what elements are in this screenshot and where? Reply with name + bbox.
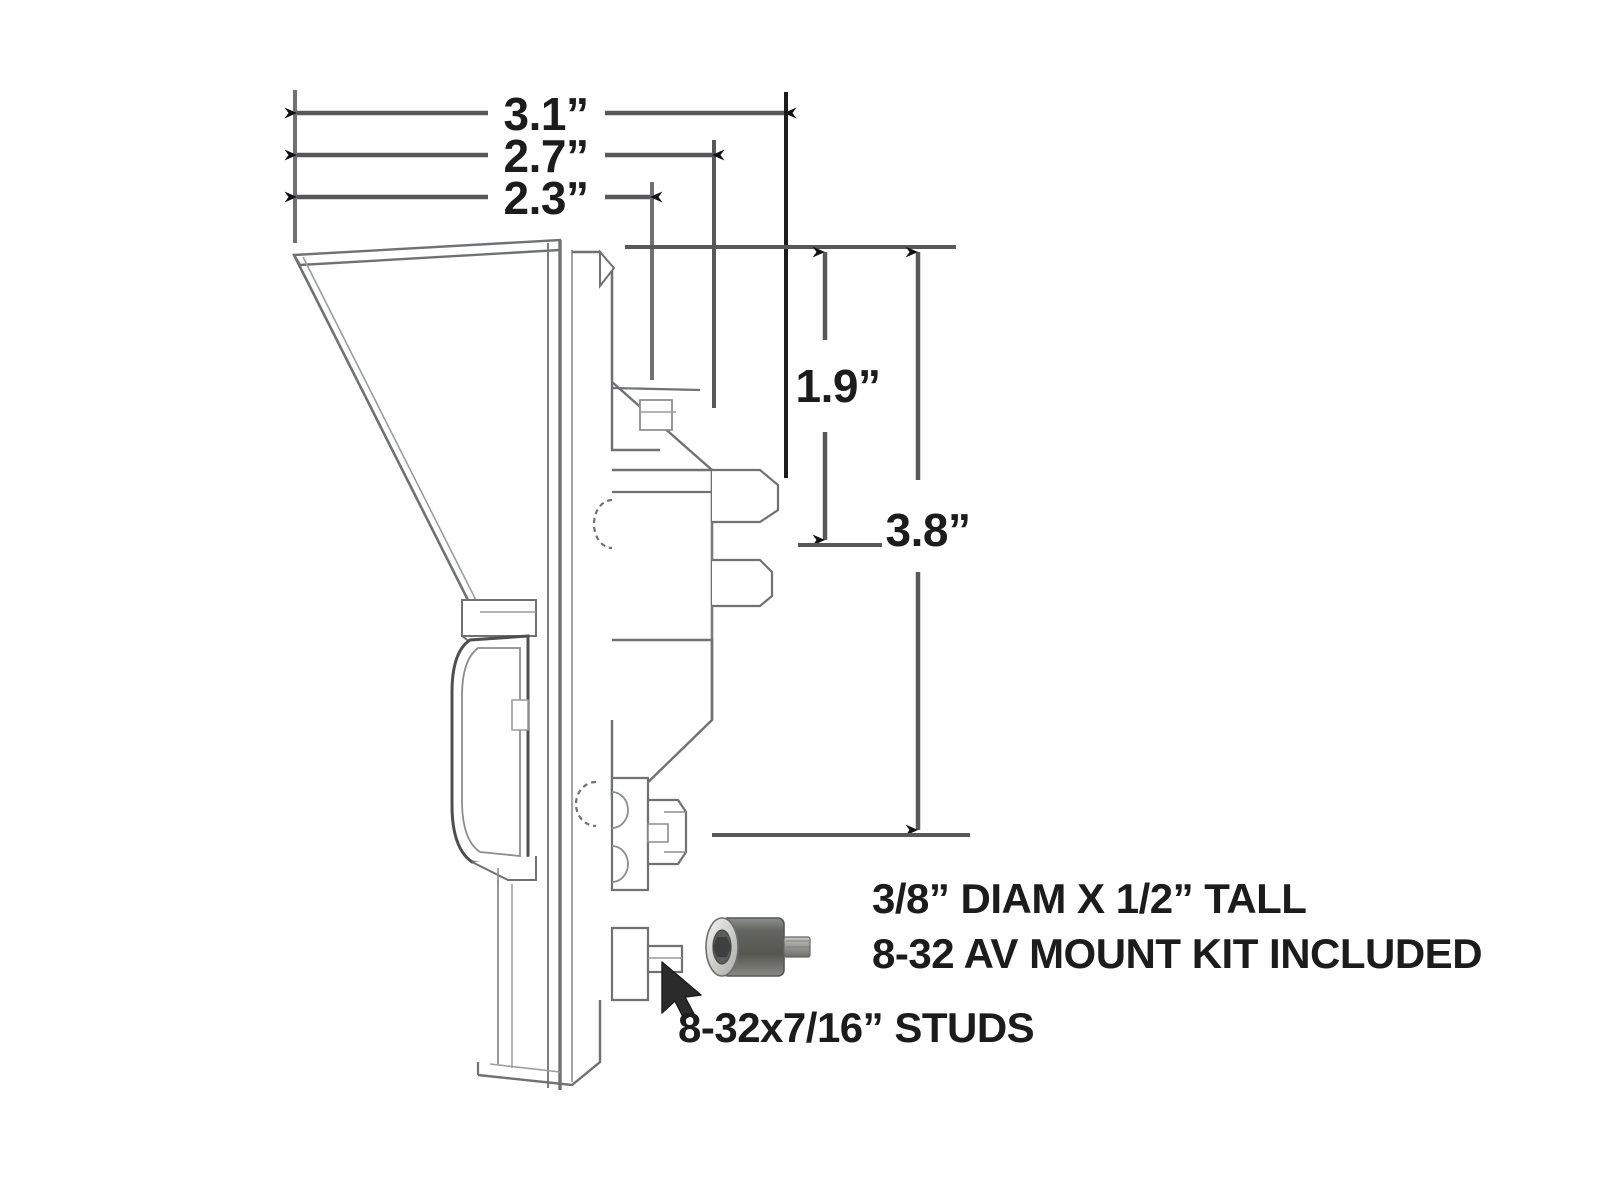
cabinet-mounting-stud [610, 926, 684, 1002]
note-av-mount-size: 3/8” DIAM X 1/2” TALL [872, 875, 1306, 922]
dimension-label-3-8: 3.8” [886, 504, 971, 556]
dimension-3-8: 3.8” [712, 246, 971, 837]
speaker-body-profile [291, 238, 780, 1090]
vertical-dimension-group: 1.9” 3.8” [625, 245, 971, 837]
dimension-label-2-3: 2.3” [504, 172, 589, 224]
av-mount-isolator [705, 917, 811, 977]
driver-assembly [450, 599, 537, 886]
note-studs: 8-32x7/16” STUDS [678, 1004, 1034, 1051]
dimension-1-9: 1.9” [796, 246, 882, 547]
note-av-mount-kit: 8-32 AV MOUNT KIT INCLUDED [872, 930, 1482, 977]
cabinet-outline [476, 240, 780, 1090]
dimension-2-7: 2.7” [284, 130, 725, 182]
annotation-notes: 3/8” DIAM X 1/2” TALL 8-32 AV MOUNT KIT … [678, 875, 1483, 1051]
mouse-cursor [661, 961, 702, 1020]
horizontal-dimension-group: 3.1” 2.7” 2.3” [284, 88, 797, 478]
dimension-label-2-7: 2.7” [504, 130, 589, 182]
dimension-label-3-1: 3.1” [504, 88, 589, 140]
dimension-2-3: 2.3” [284, 172, 663, 224]
dimension-3-1: 3.1” [284, 88, 797, 140]
dimension-label-1-9: 1.9” [796, 360, 881, 412]
